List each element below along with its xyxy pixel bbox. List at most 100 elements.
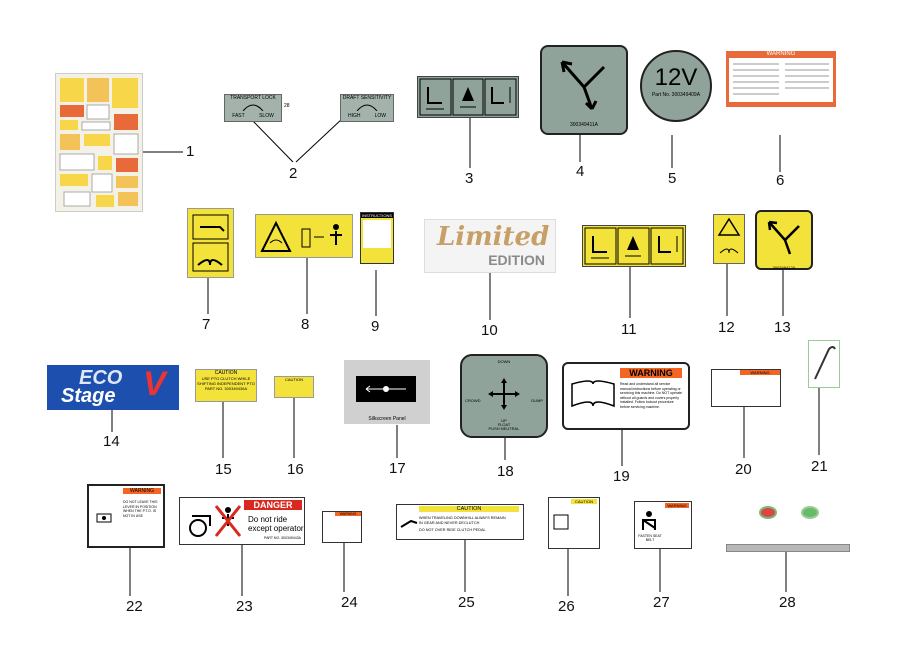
arc-icon bbox=[356, 104, 378, 112]
seat-icons bbox=[584, 227, 684, 265]
text-lines bbox=[733, 63, 829, 95]
decal-warning-20: WARNING bbox=[711, 369, 781, 407]
label-crowd: CROWD bbox=[465, 398, 481, 403]
part-number: 300349411A bbox=[570, 122, 598, 128]
instructions-header: INSTRUCTIONS bbox=[361, 213, 393, 218]
eco-word: ECO bbox=[79, 367, 123, 389]
callout-3: 3 bbox=[465, 170, 474, 187]
decal-seat-adjust-yellow bbox=[582, 225, 686, 267]
draft-sensitivity-title: DRAFT SENSITIVITY bbox=[342, 95, 392, 101]
callout-4: 4 bbox=[576, 163, 585, 180]
panel-caption: Silkscreen Panel bbox=[368, 416, 406, 422]
callout-12: 12 bbox=[718, 319, 735, 336]
danger-line2: except operator bbox=[248, 524, 304, 533]
decal-hitch-grey: 300349411A bbox=[540, 45, 628, 135]
fast-label: FAST bbox=[232, 113, 245, 119]
caution-header: CAUTION bbox=[214, 370, 238, 376]
decal-hitch-yellow: 300349412A bbox=[755, 210, 813, 270]
decal-loader-control: DOWN CROWD DUMP UP FLOAT PUSH NEUTRAL bbox=[460, 354, 548, 438]
decal-caution-downhill: CAUTION WHEN TRAVELING DOWNHILL ALWAYS R… bbox=[396, 504, 524, 540]
foot-pedal-icon bbox=[400, 519, 418, 528]
line1: USE PTO CLUTCH WHILE bbox=[201, 376, 251, 381]
fasten-label: FASTEN SEAT BELT bbox=[638, 534, 662, 542]
seat-belt-icon bbox=[642, 511, 656, 530]
warning-header: WARNING bbox=[335, 512, 361, 516]
callout-24: 24 bbox=[341, 594, 358, 611]
decal-caution-26: CAUTION bbox=[548, 497, 600, 549]
limited-script: Limited bbox=[437, 222, 550, 252]
arc-icon bbox=[242, 104, 264, 112]
callout-9: 9 bbox=[371, 318, 380, 335]
danger-line1: Do not ride bbox=[248, 515, 288, 524]
decal-strip bbox=[726, 544, 850, 552]
stage-word: Stage bbox=[61, 385, 116, 407]
callout-5: 5 bbox=[668, 170, 677, 187]
callout-14: 14 bbox=[103, 433, 120, 450]
decal-instructions: INSTRUCTIONS bbox=[360, 212, 394, 264]
warning-header: WARNING bbox=[766, 51, 796, 57]
warning-header: WARNING bbox=[740, 370, 780, 375]
caution-header: CAUTION bbox=[419, 506, 519, 512]
decal-sheet-thumbnails bbox=[59, 78, 139, 207]
callout-6: 6 bbox=[776, 172, 785, 189]
direction-arrows-icon bbox=[488, 378, 520, 410]
callout-23: 23 bbox=[236, 598, 253, 615]
warning-triangle-icon bbox=[260, 220, 342, 252]
transport-lock-dim: 28 bbox=[284, 103, 290, 109]
part-label: Part No. 300349409A bbox=[651, 92, 701, 98]
callout-2: 2 bbox=[289, 165, 298, 182]
callout-7: 7 bbox=[202, 316, 211, 333]
hitch-arrow-icon bbox=[560, 60, 606, 111]
decal-warning-24: WARNING bbox=[322, 511, 362, 543]
edition-word: EDITION bbox=[488, 252, 545, 268]
panel-symbols bbox=[365, 385, 406, 393]
pto-lever-icon bbox=[96, 513, 112, 523]
decal-caution-small: CAUTION bbox=[274, 376, 314, 398]
caution-line1: WHEN TRAVELING DOWNHILL ALWAYS REMAIN bbox=[419, 516, 506, 520]
label-down: DOWN bbox=[497, 359, 511, 364]
caution-line2: IN GEAR AND NEVER DECLUTCH bbox=[419, 521, 480, 525]
decal-warning-sheet: WARNING bbox=[726, 51, 836, 107]
decal-danger-ride: DANGER Do not ride except operator PART … bbox=[179, 497, 305, 545]
callout-1: 1 bbox=[186, 143, 195, 160]
voltage-label: 12V bbox=[654, 64, 698, 91]
decal-sheet-1 bbox=[55, 73, 143, 212]
callout-26: 26 bbox=[558, 598, 575, 615]
decal-limited-edition: Limited EDITION bbox=[424, 219, 556, 273]
label-dump: DUMP bbox=[531, 398, 543, 403]
callout-21: 21 bbox=[811, 458, 828, 475]
line2: SHIFTING INDEPENDENT PTO bbox=[197, 381, 255, 386]
decal-12v: 12V Part No. 300349409A bbox=[640, 50, 712, 122]
caution-header: CAUTION bbox=[571, 499, 597, 504]
v-mark: V bbox=[143, 365, 166, 403]
decal-silkscreen-panel: Silkscreen Panel bbox=[344, 360, 430, 424]
danger-header: DANGER bbox=[244, 500, 302, 510]
seat-icons bbox=[419, 78, 517, 116]
high-label: HIGH bbox=[348, 113, 361, 119]
part-number: 300349412A bbox=[772, 265, 796, 270]
warning-text: Read and understand all service manual i… bbox=[620, 382, 682, 409]
decal-warning-manual: WARNING Read and understand all service … bbox=[562, 362, 690, 430]
label-hint: PUSH NEUTRAL bbox=[488, 426, 520, 431]
manual-book-icon bbox=[553, 514, 569, 530]
callout-8: 8 bbox=[301, 316, 310, 333]
hitch-arrow-icon bbox=[767, 220, 800, 255]
label-float: FLOAT bbox=[497, 422, 511, 427]
callout-19: 19 bbox=[613, 468, 630, 485]
transport-lock-title: TRANSPORT LOCK bbox=[230, 95, 276, 101]
reflector-left bbox=[759, 506, 777, 519]
part: PART NO. 300349436A bbox=[204, 386, 248, 391]
decal-crush-hazard bbox=[255, 214, 353, 258]
callout-11: 11 bbox=[621, 321, 637, 338]
warning-header: WARNING bbox=[665, 503, 689, 508]
callout-15: 15 bbox=[215, 461, 232, 478]
warning-triangle-icon bbox=[717, 217, 741, 254]
callout-10: 10 bbox=[481, 322, 498, 339]
decal-caution-pto: CAUTION USE PTO CLUTCH WHILE SHIFTING IN… bbox=[195, 369, 257, 402]
warning-header: WARNING bbox=[620, 368, 682, 378]
callout-25: 25 bbox=[458, 594, 475, 611]
slow-label: SLOW bbox=[259, 113, 274, 119]
callout-17: 17 bbox=[389, 460, 406, 477]
callout-27: 27 bbox=[653, 594, 670, 611]
